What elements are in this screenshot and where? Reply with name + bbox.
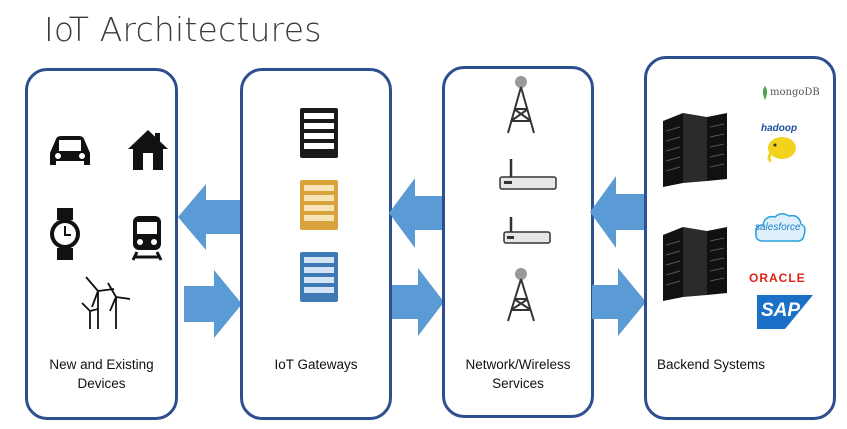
gateways-caption-line1: IoT Gateways bbox=[274, 357, 358, 372]
oracle-logo: ORACLE bbox=[749, 271, 806, 285]
devices-caption-line2: Devices bbox=[77, 376, 126, 391]
mongodb-logo: mongoDB bbox=[770, 87, 820, 98]
page-title: IoT Architectures bbox=[44, 10, 322, 49]
backend-caption-line1: Backend Systems bbox=[657, 357, 766, 372]
backend-panel: mongoDB hadoop salesforce ORACLE SAP Bac… bbox=[644, 56, 836, 420]
mongodb-leaf-icon bbox=[763, 86, 767, 100]
sap-logo-shape bbox=[757, 295, 813, 329]
router-icon bbox=[499, 159, 557, 190]
server-icon bbox=[300, 180, 338, 230]
arrow-left-gateways-to-devices bbox=[178, 184, 240, 250]
sap-logo: SAP bbox=[761, 300, 801, 321]
radio-tower-icon bbox=[507, 268, 535, 322]
arrow-right-devices-to-gateways bbox=[184, 270, 242, 338]
network-caption: Network/Wireless Services bbox=[445, 355, 591, 393]
devices-panel: New and Existing Devices bbox=[25, 68, 178, 420]
salesforce-logo: salesforce bbox=[755, 222, 801, 233]
wind-turbine-icon bbox=[81, 276, 131, 329]
server-icon bbox=[300, 252, 338, 302]
arrow-right-gateways-to-network bbox=[392, 268, 444, 336]
network-caption-line1: Network/Wireless bbox=[465, 357, 571, 372]
salesforce-cloud-icon bbox=[755, 213, 806, 242]
gateways-caption: IoT Gateways bbox=[243, 355, 389, 374]
arrow-left-backend-to-network bbox=[590, 176, 646, 248]
backend-caption: Backend Systems bbox=[647, 355, 833, 374]
devices-caption-line1: New and Existing bbox=[49, 357, 154, 372]
network-panel: Network/Wireless Services bbox=[442, 66, 594, 418]
train-icon bbox=[131, 216, 163, 261]
server-icon bbox=[300, 108, 338, 158]
radio-tower-icon bbox=[507, 76, 535, 134]
server-rack-icon bbox=[663, 113, 727, 187]
arrow-right-network-to-backend bbox=[592, 268, 646, 336]
network-caption-line2: Services bbox=[492, 376, 544, 391]
hadoop-elephant-icon bbox=[767, 137, 796, 163]
car-icon bbox=[50, 136, 90, 165]
router-icon bbox=[503, 217, 551, 244]
house-icon bbox=[128, 130, 168, 170]
watch-icon bbox=[50, 208, 80, 260]
server-rack-icon bbox=[663, 227, 727, 301]
gateways-panel: IoT Gateways bbox=[240, 68, 392, 420]
hadoop-logo: hadoop bbox=[761, 123, 798, 134]
devices-caption: New and Existing Devices bbox=[28, 355, 175, 393]
arrow-left-network-to-gateways bbox=[389, 178, 445, 248]
